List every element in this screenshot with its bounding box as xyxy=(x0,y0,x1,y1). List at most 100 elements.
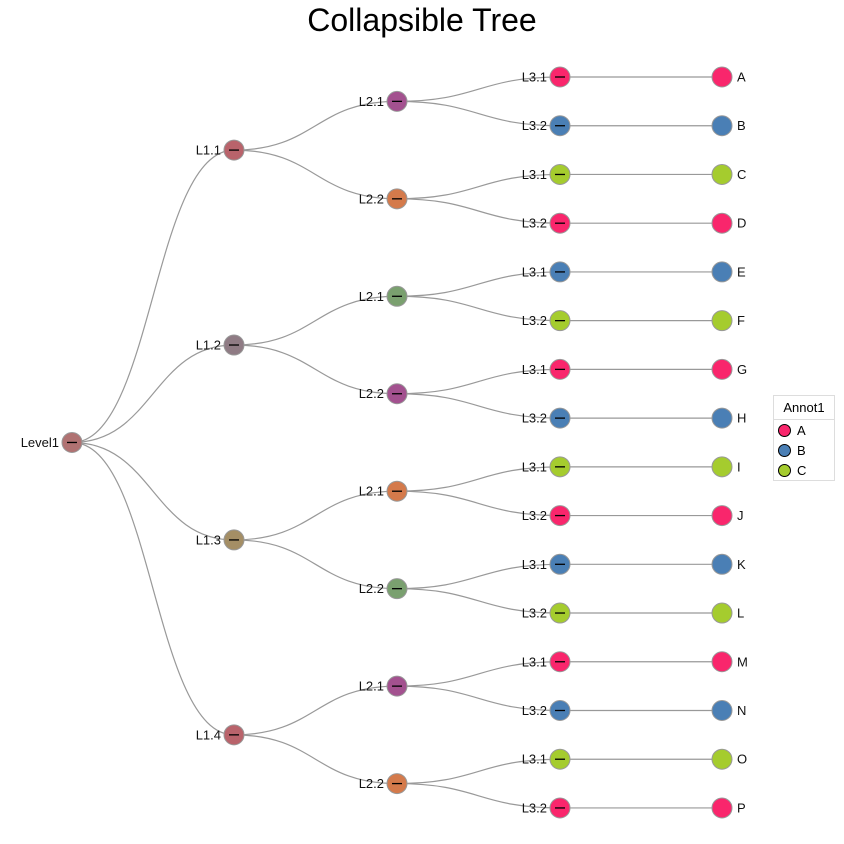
tree-node[interactable]: L3.2 xyxy=(522,602,571,624)
node-circle[interactable] xyxy=(711,66,733,88)
tree-node[interactable]: L2.1 xyxy=(359,90,408,112)
tree-node[interactable]: L3.2 xyxy=(522,505,571,527)
tree-node[interactable]: L3.2 xyxy=(522,310,571,332)
tree-node[interactable]: L3.1 xyxy=(522,456,571,478)
tree-node[interactable]: C xyxy=(711,163,746,185)
node-label: L2.1 xyxy=(359,289,384,304)
tree-node[interactable]: Level1 xyxy=(21,431,83,453)
node-label: L3.2 xyxy=(522,216,547,231)
node-circle[interactable] xyxy=(711,115,733,137)
node-label: H xyxy=(737,411,746,426)
node-label: B xyxy=(737,118,746,133)
tree-link xyxy=(396,563,561,590)
node-label: L2.1 xyxy=(359,679,384,694)
node-circle[interactable] xyxy=(711,699,733,721)
tree-link xyxy=(233,100,398,151)
tree-node[interactable]: O xyxy=(711,748,747,770)
tree-link xyxy=(396,368,561,395)
tree-link xyxy=(396,100,561,127)
tree-node[interactable]: D xyxy=(711,212,746,234)
node-circle[interactable] xyxy=(711,797,733,819)
tree-node[interactable]: L3.1 xyxy=(522,261,571,283)
tree-link xyxy=(396,295,561,322)
tree-link xyxy=(233,295,398,346)
tree-node[interactable]: L3.1 xyxy=(522,66,571,88)
tree-node[interactable]: L1.3 xyxy=(196,529,245,551)
node-label: Level1 xyxy=(21,435,59,450)
node-label: L3.1 xyxy=(522,362,547,377)
tree-node[interactable]: B xyxy=(711,115,746,137)
tree-node[interactable]: L2.1 xyxy=(359,285,408,307)
tree-link xyxy=(396,758,561,785)
node-circle[interactable] xyxy=(711,310,733,332)
node-label: K xyxy=(737,557,746,572)
chart-title: Collapsible Tree xyxy=(307,2,537,38)
tree-node[interactable]: L3.1 xyxy=(522,553,571,575)
tree-node[interactable]: H xyxy=(711,407,746,429)
tree-node[interactable]: L1.4 xyxy=(196,724,245,746)
tree-node[interactable]: L1.1 xyxy=(196,139,245,161)
tree-node[interactable]: L2.2 xyxy=(359,383,408,405)
node-circle[interactable] xyxy=(711,456,733,478)
node-circle[interactable] xyxy=(711,163,733,185)
tree-node[interactable]: L3.2 xyxy=(522,699,571,721)
tree-node[interactable]: L2.2 xyxy=(359,773,408,795)
tree-link xyxy=(396,685,561,712)
tree-node[interactable]: J xyxy=(711,505,744,527)
tree-node[interactable]: L2.1 xyxy=(359,480,408,502)
tree-node[interactable]: I xyxy=(711,456,741,478)
node-label: L3.2 xyxy=(522,313,547,328)
tree-node[interactable]: N xyxy=(711,699,746,721)
tree-node[interactable]: A xyxy=(711,66,746,88)
node-label: L3.1 xyxy=(522,459,547,474)
tree-link xyxy=(396,393,561,419)
node-circle[interactable] xyxy=(711,553,733,575)
node-label: L3.2 xyxy=(522,606,547,621)
node-circle[interactable] xyxy=(711,748,733,770)
legend-item-a: A xyxy=(774,420,834,440)
tree-node[interactable]: L3.1 xyxy=(522,651,571,673)
tree-link xyxy=(396,173,561,200)
tree-link xyxy=(396,198,561,224)
node-circle[interactable] xyxy=(711,602,733,624)
tree-node[interactable]: K xyxy=(711,553,746,575)
node-label: O xyxy=(737,752,747,767)
tree-node[interactable]: L3.1 xyxy=(522,748,571,770)
node-label: L3.2 xyxy=(522,508,547,523)
tree-node[interactable]: L2.2 xyxy=(359,188,408,210)
tree-node[interactable]: L xyxy=(711,602,744,624)
node-label: F xyxy=(737,313,745,328)
node-label: P xyxy=(737,800,746,815)
legend-item-b: B xyxy=(774,440,834,460)
tree-node[interactable]: G xyxy=(711,358,747,380)
node-circle[interactable] xyxy=(711,505,733,527)
tree-node[interactable]: F xyxy=(711,310,745,332)
node-circle[interactable] xyxy=(711,407,733,429)
tree-link xyxy=(396,782,561,809)
node-circle[interactable] xyxy=(711,261,733,283)
node-label: L1.3 xyxy=(196,532,221,547)
tree-node[interactable]: L3.2 xyxy=(522,407,571,429)
tree-node[interactable]: P xyxy=(711,797,746,819)
tree-node[interactable]: L1.2 xyxy=(196,334,245,356)
tree-link xyxy=(396,490,561,517)
tree-node[interactable]: M xyxy=(711,651,748,673)
node-label: L2.2 xyxy=(359,581,384,596)
tree-node[interactable]: L3.1 xyxy=(522,163,571,185)
tree-link xyxy=(233,685,398,736)
node-label: L1.2 xyxy=(196,338,221,353)
tree-node[interactable]: L3.2 xyxy=(522,115,571,137)
node-circle[interactable] xyxy=(711,358,733,380)
tree-node[interactable]: L2.2 xyxy=(359,578,408,600)
node-circle[interactable] xyxy=(711,212,733,234)
tree-link xyxy=(71,441,235,541)
node-circle[interactable] xyxy=(711,651,733,673)
tree-node[interactable]: L3.1 xyxy=(522,358,571,380)
tree-node[interactable]: E xyxy=(711,261,746,283)
node-label: L3.2 xyxy=(522,703,547,718)
node-label: E xyxy=(737,264,746,279)
tree-node[interactable]: L3.2 xyxy=(522,212,571,234)
tree-node[interactable]: L2.1 xyxy=(359,675,408,697)
tree-node[interactable]: L3.2 xyxy=(522,797,571,819)
